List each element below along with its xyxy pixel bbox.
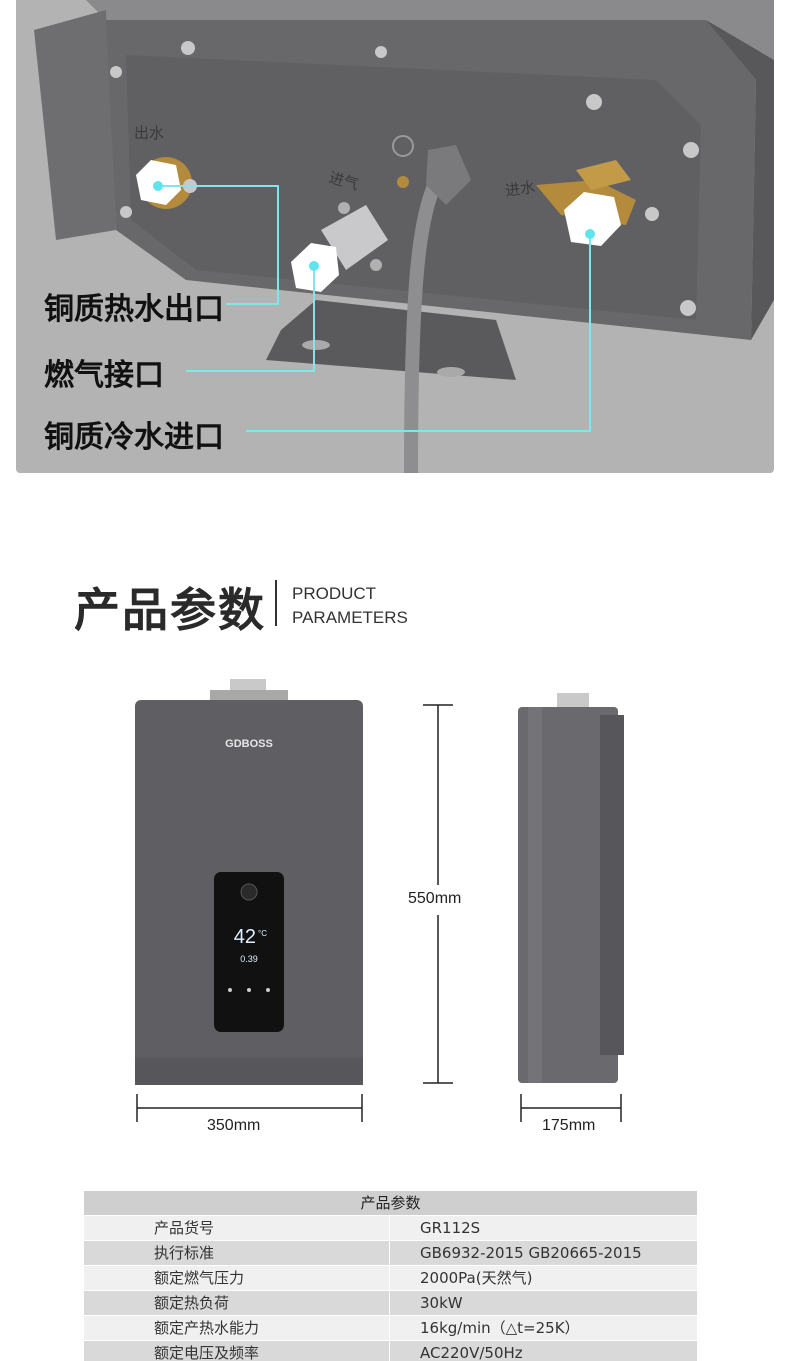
table-row: 额定产热水能力 16kg/min（△t=25K） [84, 1316, 697, 1340]
callout-lines [158, 185, 591, 432]
table-row: 执行标准 GB6932-2015 GB20665-2015 [84, 1241, 697, 1265]
title-divider [275, 580, 277, 626]
subtitle-line-2: PARAMETERS [292, 608, 408, 627]
param-key: 执行标准 [84, 1241, 389, 1265]
embossed-outlet-label: 出水 [134, 124, 164, 142]
param-key: 产品货号 [84, 1216, 389, 1240]
gas-marker [309, 261, 319, 271]
subtitle-line-1: PRODUCT [292, 584, 377, 603]
heater-bottom-illustration: 出水 进气 进水 [34, 0, 774, 473]
display-temperature: 42 [234, 926, 256, 948]
table-row: 额定热负荷 30kW [84, 1291, 697, 1315]
cold-inlet-marker [585, 229, 595, 239]
param-key: 额定电压及频率 [84, 1341, 389, 1361]
front-view: GDBOSS 42 °C 0.39 [135, 679, 363, 1085]
param-value: GR112S [390, 1216, 697, 1240]
section-title: 产品参数 [74, 583, 266, 637]
height-dimension-line [423, 704, 453, 1084]
width-dimension-line [136, 1094, 363, 1122]
side-view [518, 693, 624, 1083]
param-key: 额定燃气压力 [84, 1266, 389, 1290]
table-row: 产品货号 GR112S [84, 1216, 697, 1240]
width-label: 350mm [207, 1117, 261, 1134]
height-label: 550mm [408, 890, 462, 907]
hot-outlet-marker [153, 181, 163, 191]
param-key: 额定热负荷 [84, 1291, 389, 1315]
param-value: 2000Pa(天然气) [390, 1266, 697, 1290]
brand-logo: GDBOSS [225, 738, 273, 750]
product-dimension-diagram: GDBOSS 42 °C 0.39 [135, 679, 624, 1122]
depth-dimension-line [520, 1094, 622, 1122]
cold-water-inlet-callout: 铜质冷水进口 [44, 420, 224, 455]
param-value: 30kW [390, 1291, 697, 1315]
param-value: GB6932-2015 GB20665-2015 [390, 1241, 697, 1265]
hot-water-outlet-callout: 铜质热水出口 [44, 292, 224, 327]
display-temp-unit: °C [258, 929, 267, 938]
connection-photo: 出水 进气 进水 铜质热水出口 燃气接口 铜质冷水进口 [16, 0, 774, 473]
gas-inlet-callout: 燃气接口 [44, 358, 164, 393]
param-value: AC220V/50Hz [390, 1341, 697, 1361]
table-row: 额定电压及频率 AC220V/50Hz [84, 1341, 697, 1361]
table-header: 产品参数 [84, 1191, 697, 1215]
param-key: 额定产热水能力 [84, 1316, 389, 1340]
parameters-table: 产品参数 产品货号 GR112S 执行标准 GB6932-2015 GB2066… [84, 1191, 697, 1361]
param-value: 16kg/min（△t=25K） [390, 1316, 697, 1340]
display-flow: 0.39 [240, 954, 258, 964]
section-subtitle: PRODUCT PARAMETERS [292, 582, 408, 630]
table-row: 额定燃气压力 2000Pa(天然气) [84, 1266, 697, 1290]
depth-label: 175mm [542, 1117, 596, 1134]
embossed-inlet-label: 进水 [504, 178, 536, 200]
